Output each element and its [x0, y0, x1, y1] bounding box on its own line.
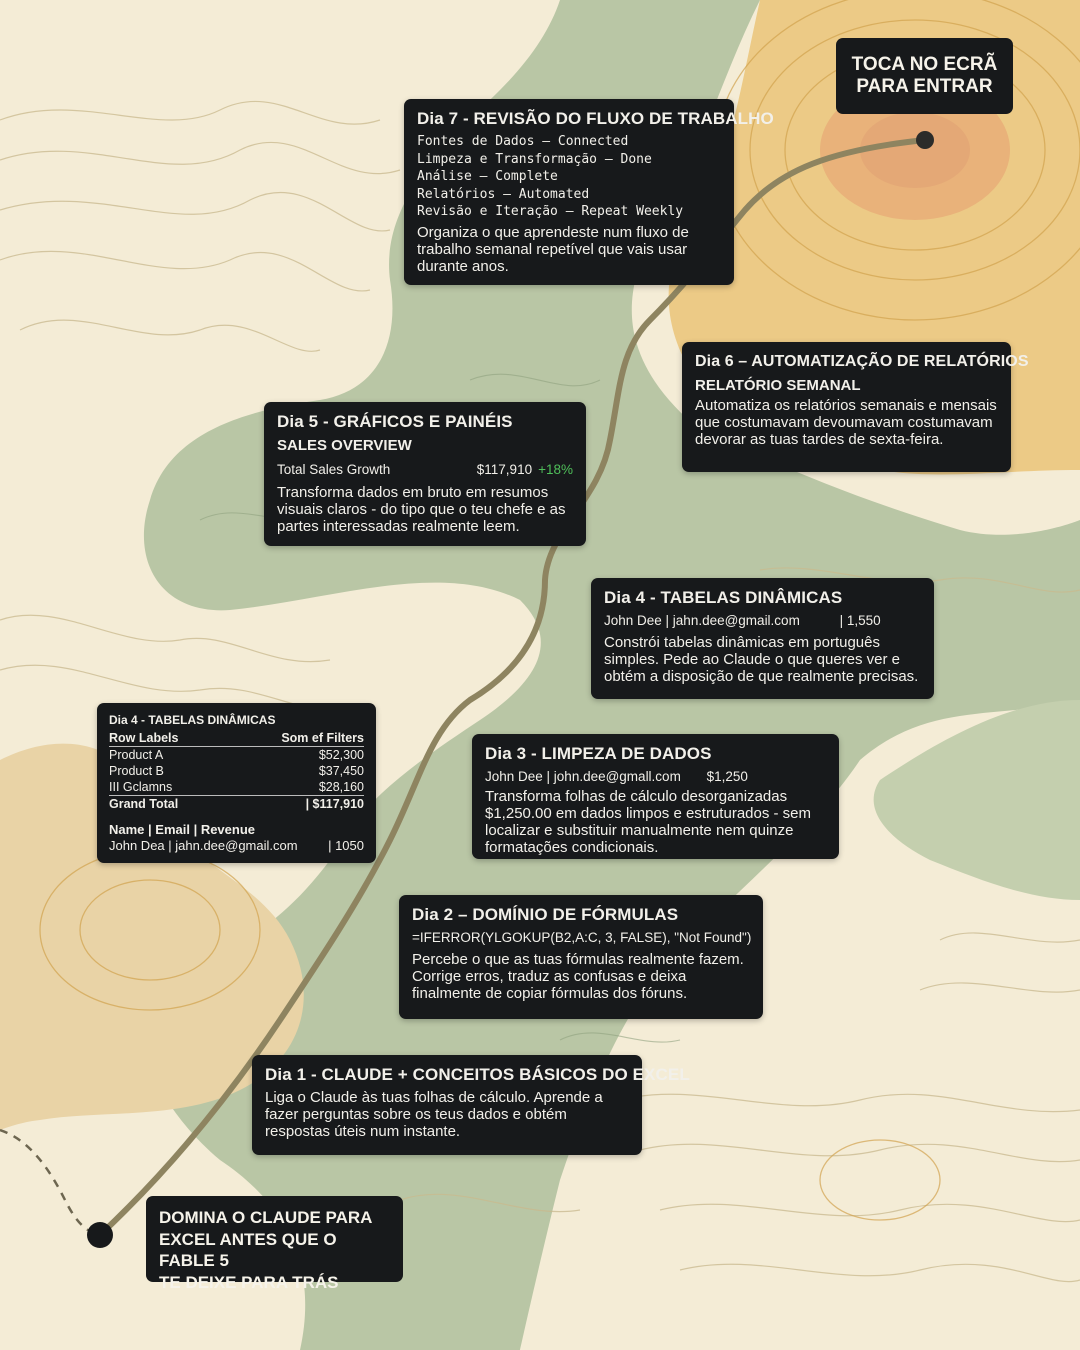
- pivot-total-value: | $117,910: [225, 795, 364, 812]
- tap-to-enter-button[interactable]: TOCA NO ECRÃ PARA ENTRAR: [836, 38, 1013, 114]
- day-5-subtitle: SALES OVERVIEW: [277, 437, 412, 454]
- pivot-row-value: $52,300: [318, 748, 364, 762]
- banner-line-3: TE DEIXE PARA TRÁS: [159, 1272, 339, 1292]
- day-3-card: Dia 3 - LIMPEZA DE DADOS John Dee | john…: [472, 734, 839, 859]
- trail-path-dashed-start: [0, 1128, 101, 1237]
- pivot-table-card: Dia 4 - TABELAS DINÂMICAS Row Labels Som…: [97, 703, 376, 863]
- workflow-step-5: Revisão e Iteração – Repeat Weekly: [417, 204, 684, 219]
- sales-metric-change: +18%: [538, 462, 573, 477]
- day-4-description: Constrói tabelas dinâmicas em português …: [604, 634, 919, 685]
- day-4-sample-text: John Dee | jahn.dee@gmail.com: [604, 613, 800, 628]
- formula-example: =IFERROR(YLGOKUP(B2,A:C, 3, FALSE), "Not…: [412, 930, 752, 945]
- pivot-total-row: Grand Total | $117,910: [109, 795, 364, 812]
- pivot-row-value: $28,160: [318, 780, 364, 794]
- day-3-sample-text: John Dee | john.dee@gmall.com: [485, 769, 681, 784]
- pivot-title: Dia 4 - TABELAS DINÂMICAS: [109, 713, 276, 727]
- day-3-description: Transforma folhas de cálculo desorganiza…: [485, 788, 812, 856]
- day-3-sample-row: John Dee | john.dee@gmall.com $1,250: [485, 768, 826, 786]
- day-7-title: Dia 7 - REVISÃO DO FLUXO DE TRABALHO: [417, 109, 774, 128]
- pivot-fields-text: John Dea | jahn.dee@gmail.com: [109, 838, 298, 853]
- day-2-description: Percebe o que as tuas fórmulas realmente…: [412, 951, 744, 1002]
- pivot-row-label: III Gclamns: [109, 780, 173, 794]
- day-2-title: Dia 2 – DOMÍNIO DE FÓRMULAS: [412, 905, 679, 924]
- summit-core: [860, 112, 970, 188]
- trail-start-marker: [87, 1222, 113, 1248]
- day-1-description: Liga o Claude às tuas folhas de cálculo.…: [265, 1089, 603, 1140]
- table-row: Product B $37,450: [109, 763, 364, 779]
- day-6-description: Automatiza os relatórios semanais e mens…: [695, 397, 997, 448]
- pivot-header-value: Som ef Filters: [225, 730, 364, 747]
- day-3-title: Dia 3 - LIMPEZA DE DADOS: [485, 744, 712, 763]
- day-4-card: Dia 4 - TABELAS DINÂMICAS John Dee | jah…: [591, 578, 934, 699]
- pivot-total-label: Grand Total: [109, 795, 226, 812]
- pivot-fields-row: John Dea | jahn.dee@gmail.com | 1050: [109, 838, 364, 854]
- day-6-subtitle: RELATÓRIO SEMANAL: [695, 377, 861, 394]
- sales-metric-value: $117,910: [476, 462, 533, 477]
- day-1-title: Dia 1 - CLAUDE + CONCEITOS BÁSICOS DO EX…: [265, 1065, 690, 1084]
- day-7-description: Organiza o que aprendeste num fluxo de t…: [417, 223, 689, 275]
- table-row: III Gclamns $28,160: [109, 779, 364, 796]
- sales-metric-figure: $117,910 +18%: [477, 461, 573, 479]
- sand-terrain-region-left: [0, 743, 304, 1130]
- pivot-fields-value: | 1050: [328, 838, 364, 853]
- day-5-card: Dia 5 - GRÁFICOS E PAINÉIS SALES OVERVIE…: [264, 402, 586, 546]
- tap-to-enter-line-1: TOCA NO ECRÃ: [851, 54, 998, 75]
- pivot-fields-header: Name | Email | Revenue: [109, 822, 256, 837]
- pivot-header-row: Row Labels Som ef Filters: [109, 730, 364, 747]
- workflow-step-2: Limpeza e Transformação – Done: [417, 151, 652, 167]
- master-claude-banner: DOMINA O CLAUDE PARA EXCEL ANTES QUE O F…: [146, 1196, 403, 1292]
- day-6-card: Dia 6 – AUTOMATIZAÇÃO DE RELATÓRIOS RELA…: [682, 342, 1029, 472]
- table-row: Product A $52,300: [109, 747, 364, 764]
- day-6-title: Dia 6 – AUTOMATIZAÇÃO DE RELATÓRIOS: [695, 353, 1029, 370]
- trail-end-marker: [916, 131, 934, 149]
- pivot-row-label: Product B: [109, 764, 164, 778]
- workflow-step-4: Relatórios – Automated: [417, 186, 590, 202]
- day-4-title: Dia 4 - TABELAS DINÂMICAS: [604, 588, 843, 607]
- sales-metric-row: Total Sales Growth $117,910 +18%: [277, 461, 573, 479]
- workflow-step-1: Fontes de Dados – Connected: [417, 134, 629, 149]
- day-7-card: Dia 7 - REVISÃO DO FLUXO DE TRABALHO Fon…: [404, 99, 774, 285]
- green-terrain-region-east: [873, 700, 1080, 900]
- pivot-header-label: Row Labels: [109, 730, 226, 747]
- day-2-card: Dia 2 – DOMÍNIO DE FÓRMULAS =IFERROR(YLG…: [399, 895, 763, 1019]
- day-1-card: Dia 1 - CLAUDE + CONCEITOS BÁSICOS DO EX…: [252, 1055, 690, 1155]
- banner-line-1: DOMINA O CLAUDE PARA: [159, 1208, 373, 1227]
- day-5-description: Transforma dados em bruto em resumos vis…: [277, 484, 566, 535]
- banner-line-2: EXCEL ANTES QUE O FABLE 5: [159, 1229, 337, 1271]
- tap-to-enter-line-2: PARA ENTRAR: [856, 76, 993, 97]
- day-4-sample-row: John Dee | jahn.dee@gmail.com | 1,550: [604, 612, 921, 630]
- day-4-sample-value: | 1,550: [839, 613, 881, 628]
- sales-metric-label: Total Sales Growth: [277, 462, 391, 477]
- pivot-row-value: $37,450: [318, 764, 364, 778]
- workflow-step-3: Análise – Complete: [417, 169, 558, 184]
- pivot-table: Row Labels Som ef Filters Product A $52,…: [109, 730, 364, 812]
- day-5-title: Dia 5 - GRÁFICOS E PAINÉIS: [277, 412, 513, 431]
- pivot-row-label: Product A: [109, 748, 164, 762]
- day-3-sample-value: $1,250: [706, 769, 748, 784]
